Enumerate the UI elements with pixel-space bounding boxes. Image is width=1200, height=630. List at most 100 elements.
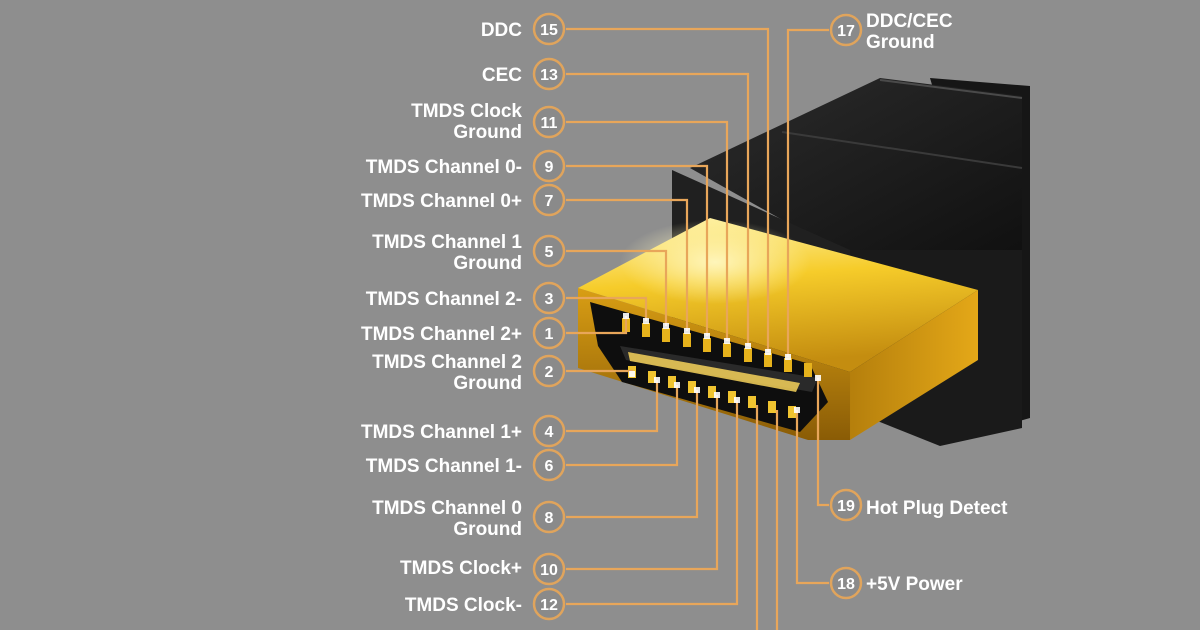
pin-callout-12: 12 TMDS Clock- [405,587,566,621]
pin-badge [532,587,566,621]
pin-callout-18: 18 +5V Power [829,566,963,600]
pin-callout-9: 9 TMDS Channel 0- [366,149,566,183]
pin-label: Ground [453,373,522,394]
pin-callout-15: 15 DDC [481,12,566,46]
pin-label: Ground [453,253,522,274]
plug-side-face [850,290,978,440]
pin-number: 19 [837,498,855,515]
pin-number: 8 [545,510,554,527]
contact-pad-top [784,358,792,372]
pin-badge [532,149,566,183]
pin-label: DDC [481,20,522,41]
wire-pin-7 [566,198,689,331]
pin-terminal [654,377,660,383]
pin-badge [532,316,566,350]
wire-pin-1 [566,316,628,335]
pin-number: 4 [545,424,554,441]
contact-pad-bottom [688,381,696,393]
pin-terminal [714,392,720,398]
pin-number: 15 [540,22,558,39]
pin-callout-19: 19 Hot Plug Detect [829,488,1008,522]
pin-badge [532,105,566,139]
pin-number: 17 [837,23,855,40]
pin-label: TMDS Channel 1 [372,232,522,253]
wire-pin-19 [816,378,829,507]
pin-wires [566,27,829,630]
pin-badge [532,234,566,268]
pin-label: Ground [453,519,522,540]
pin-label: TMDS Channel 2 [372,352,522,373]
wire-pin-6 [566,385,679,467]
wire-pin-13 [566,72,750,346]
pin-terminal [643,318,649,324]
pin-label: TMDS Channel 1+ [361,422,522,443]
pin-label: TMDS Channel 2+ [361,324,522,345]
wire-pin-12 [566,400,739,606]
pin-label: TMDS Channel 2- [366,289,522,310]
wire-pin-10 [566,395,719,571]
pin-number: 11 [541,115,558,132]
wire-pin-8 [566,390,699,519]
contact-pad-top [683,333,691,347]
contact-pad-top [744,348,752,362]
pin-number: 13 [540,67,558,84]
pin-number: 6 [545,458,554,475]
wire-pin-5 [566,249,668,326]
pin-terminal [724,338,730,344]
pin-terminal [745,343,751,349]
pin-terminal [694,387,700,393]
pin-badge [532,354,566,388]
pin-terminal [663,323,669,329]
pin-callout-6: 6 TMDS Channel 1- [366,448,566,482]
pin-number: 10 [540,562,558,579]
pin-badge [532,12,566,46]
pin-number: 9 [545,159,554,176]
pin-label: TMDS Channel 1- [366,456,522,477]
pin-number: 5 [545,244,554,261]
contact-pad-bottom [648,371,656,383]
pin-badge [829,488,863,522]
pin-terminal [734,397,740,403]
pin-badge [532,552,566,586]
contact-pad-top [642,323,650,337]
pin-callout-13: 13 CEC [482,57,566,91]
contact-pad-bottom [728,391,736,403]
wire-pin-17 [786,28,829,357]
pin-label: CEC [482,65,522,86]
pin-label: TMDS Channel 0- [366,157,522,178]
contact-pad-top [703,338,711,352]
wire-pin-3 [566,296,648,321]
pin-number: 18 [837,576,855,593]
pin-number: 12 [540,597,558,614]
contact-pad-bottom [748,396,756,408]
pin-label: Hot Plug Detect [866,498,1008,519]
contact-pad-top [723,343,731,357]
contact-pad-bottom [668,376,676,388]
pin-terminal [674,382,680,388]
pin-label: +5V Power [866,574,963,595]
pin-label: TMDS Channel 0 [372,498,522,519]
pin-badge [532,183,566,217]
pin-badge [532,281,566,315]
contact-pad-bottom [708,386,716,398]
pin-badge [532,414,566,448]
pin-label: TMDS Clock+ [400,558,522,579]
wire-pin-4 [566,380,659,433]
contact-pad-bottom [768,401,776,413]
pad-glow [628,352,800,392]
wire-pin-9 [566,164,709,336]
pin-label: TMDS Clock- [405,595,522,616]
contact-pad-top [662,328,670,342]
cable-edge-highlight [879,79,1023,99]
wire-pin-15 [566,27,770,352]
pin-terminal [629,371,635,377]
pin-terminal [794,407,800,413]
pin-badge [829,566,863,600]
